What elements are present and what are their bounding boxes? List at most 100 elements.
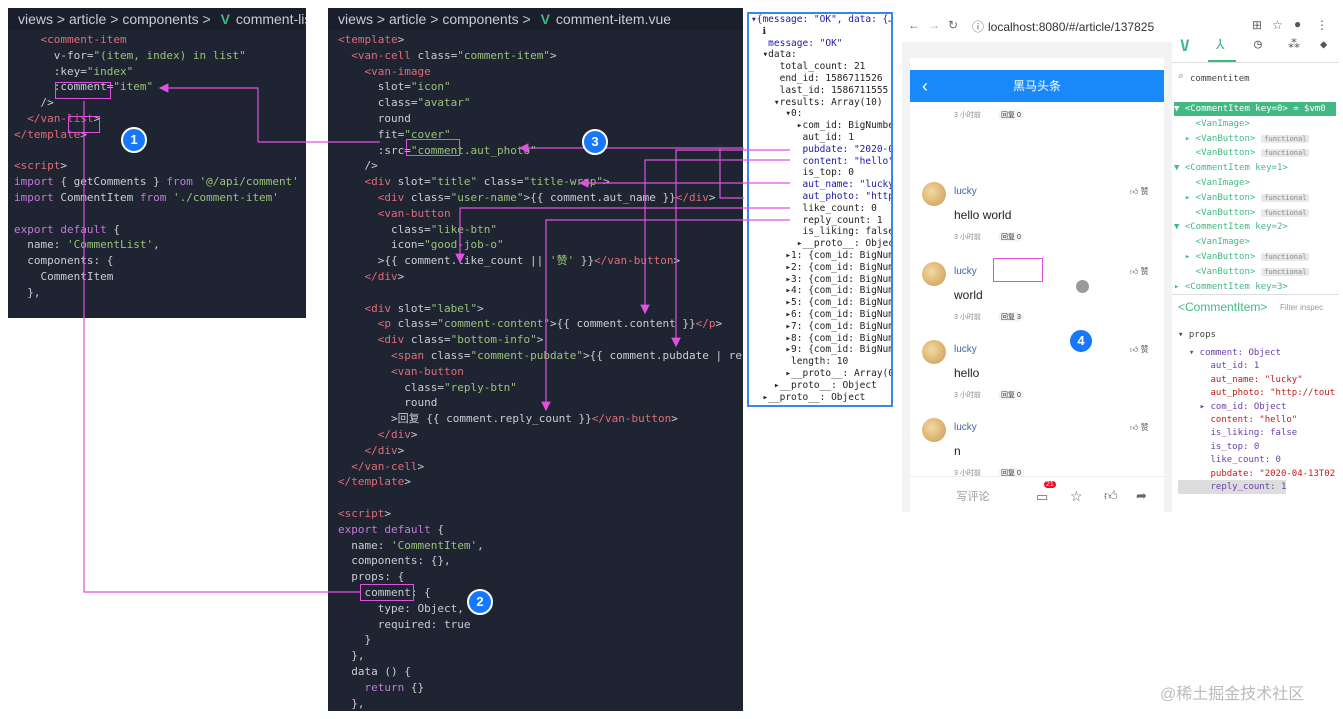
console-line[interactable]: ▸1: {com_id: BigNumber… bbox=[785, 250, 891, 261]
code-line[interactable]: >回复 {{ comment.reply_count }}</van-butto… bbox=[338, 412, 678, 426]
code-line[interactable]: <div class="bottom-info"> bbox=[377, 333, 544, 347]
console-line[interactable]: ▸9: {com_id: BigNumber… bbox=[785, 344, 891, 356]
tree-node[interactable]: <VanImage> bbox=[1174, 178, 1250, 188]
code-line[interactable]: components: {}, bbox=[338, 554, 451, 568]
reply-button[interactable]: 回复 0 bbox=[998, 390, 1024, 400]
console-line[interactable]: end_id: 1586711526 bbox=[751, 73, 883, 84]
code-line[interactable]: components: { bbox=[14, 254, 114, 268]
reply-button[interactable]: 回复 3 bbox=[998, 312, 1024, 322]
code-line[interactable]: slot="icon" bbox=[338, 80, 451, 94]
console-line[interactable]: ▸__proto__: Object bbox=[751, 238, 893, 250]
prop-line[interactable]: is_liking: false bbox=[1178, 428, 1298, 439]
console-line[interactable]: pubdate: "2020-04-1… bbox=[802, 143, 891, 155]
tree-node[interactable]: ▸ <CommentItem key=3> bbox=[1174, 281, 1288, 292]
console-line[interactable]: ▸__proto__: Object bbox=[751, 379, 877, 391]
console-line[interactable]: total_count: 21 bbox=[751, 61, 866, 73]
console-line[interactable]: like_count: 0 bbox=[751, 202, 877, 214]
code-line[interactable]: round bbox=[338, 112, 411, 125]
tree-node[interactable]: <VanImage> bbox=[1174, 237, 1250, 248]
console-line[interactable]: ▸__proto__: Array(0) bbox=[751, 368, 893, 379]
console-line[interactable]: ▸3: {com_id: BigNumber… bbox=[785, 273, 891, 285]
code-line[interactable]: </div> bbox=[364, 443, 405, 457]
code-line[interactable]: class="reply-btn" bbox=[338, 380, 517, 394]
prop-line[interactable]: ▾ comment: Object bbox=[1178, 348, 1281, 358]
code-line[interactable]: data () { bbox=[338, 665, 411, 678]
code-line[interactable]: /> bbox=[14, 96, 54, 110]
code-line[interactable]: :key="index" bbox=[14, 64, 134, 78]
reload-icon[interactable]: ↻ bbox=[948, 18, 959, 32]
console-line[interactable]: is_top: 0 bbox=[751, 167, 854, 179]
tree-node[interactable]: ▸ <VanButton>functional bbox=[1174, 250, 1336, 264]
console-line[interactable]: content: "hello" bbox=[751, 155, 893, 167]
reply-button[interactable]: 回复 0 bbox=[998, 468, 1024, 478]
tree-node[interactable]: ▸ <VanButton>functional bbox=[1174, 132, 1336, 146]
code-line[interactable]: export default { bbox=[338, 522, 444, 536]
like-button[interactable]: 👍︎ 赞 bbox=[1130, 187, 1149, 196]
menu-icon[interactable]: ⋮ bbox=[1316, 18, 1328, 32]
code-line[interactable]: import { getComments } from '@/api/comme… bbox=[14, 175, 299, 189]
console-line[interactable]: aut_photo: "http://… bbox=[802, 191, 891, 202]
code-line[interactable]: <div slot="label"> bbox=[364, 301, 484, 315]
console-line[interactable]: ▸6: {com_id: BigNumber… bbox=[785, 309, 891, 320]
code-line[interactable]: <div class="user-name">{{ comment.aut_na… bbox=[377, 191, 716, 204]
code-line[interactable]: /> bbox=[338, 159, 378, 173]
code-line[interactable]: <script> bbox=[14, 159, 67, 173]
code-line[interactable]: <script> bbox=[338, 507, 391, 520]
code-line[interactable]: >{{ comment.like_count || '赞' }}</van-bu… bbox=[338, 254, 681, 268]
console-line[interactable]: last_id: 1586711555 bbox=[751, 84, 889, 96]
console-line[interactable]: ▾0: bbox=[751, 108, 803, 120]
code-line[interactable]: fit="cover" bbox=[338, 127, 451, 141]
crumb-views[interactable]: views bbox=[18, 11, 54, 27]
code-line[interactable]: <template> bbox=[338, 33, 405, 46]
console-line[interactable]: reply_count: 1 bbox=[751, 214, 883, 226]
like-button[interactable]: 👍︎ 赞 bbox=[1130, 423, 1149, 432]
prop-line[interactable]: pubdate: "2020-04-13T02 bbox=[1178, 468, 1336, 479]
code-line[interactable]: comment: { bbox=[338, 586, 431, 599]
code-line[interactable]: :src="comment.aut_photo" bbox=[338, 143, 537, 157]
write-comment-button[interactable]: 写评论 bbox=[928, 487, 1018, 507]
crumb-components[interactable]: components bbox=[442, 11, 519, 27]
crumb-file[interactable]: comment-item.vue bbox=[555, 11, 672, 27]
prop-line[interactable]: reply_count: 1 bbox=[1178, 480, 1287, 494]
code-line[interactable]: </template> bbox=[338, 475, 411, 489]
code-line[interactable]: props: { bbox=[338, 570, 405, 584]
code-line[interactable]: class="like-btn" bbox=[338, 222, 497, 236]
console-line[interactable]: ▸7: {com_id: BigNumber… bbox=[785, 320, 891, 332]
url-text[interactable]: localhost:8080/#/article/137825 bbox=[988, 20, 1155, 34]
translate-icon[interactable]: ⊞ bbox=[1252, 18, 1263, 32]
code-line[interactable]: </div> bbox=[364, 270, 405, 283]
code-line[interactable]: <van-button bbox=[377, 206, 451, 220]
avatar[interactable] bbox=[922, 340, 946, 364]
code-line[interactable]: }, bbox=[338, 696, 365, 710]
code-line[interactable]: name: 'CommentItem', bbox=[338, 538, 484, 552]
crumb-views[interactable]: views bbox=[338, 11, 374, 27]
code-line[interactable]: <van-image bbox=[364, 64, 431, 78]
code-line[interactable]: <comment-item bbox=[40, 33, 127, 46]
console-line[interactable]: ▸com_id: BigNumber {… bbox=[796, 120, 891, 132]
console-line[interactable]: is_liking: false bbox=[751, 226, 893, 238]
component-search-input[interactable]: commentitem bbox=[1190, 74, 1250, 84]
prop-line[interactable]: aut_photo: "http://tout bbox=[1178, 388, 1336, 399]
code-line[interactable]: CommentItem bbox=[14, 270, 114, 283]
crumb-components[interactable]: components bbox=[122, 11, 199, 27]
tree-node[interactable]: ▼ <CommentItem key=1> bbox=[1174, 163, 1288, 174]
timeline-tab-icon[interactable]: ◷ bbox=[1254, 37, 1262, 52]
collect-icon[interactable]: ☆ bbox=[1070, 488, 1083, 504]
code-line[interactable]: } bbox=[338, 633, 372, 647]
tree-node[interactable]: ▼ <CommentItem key=2> bbox=[1174, 222, 1288, 233]
console-line[interactable]: ▸5: {com_id: BigNumber… bbox=[785, 297, 891, 309]
code-line[interactable]: icon="good-job-o" bbox=[338, 238, 504, 252]
avatar[interactable] bbox=[922, 418, 946, 442]
tree-node[interactable]: ▼ <CommentItem key=0> = $vm0 bbox=[1174, 102, 1336, 116]
code-line[interactable]: round bbox=[338, 396, 438, 410]
crumb-file[interactable]: comment-list.vue bbox=[235, 11, 306, 27]
console-line[interactable]: ▾results: Array(10) bbox=[751, 96, 883, 108]
comment-icon[interactable]: ▭ bbox=[1036, 489, 1049, 504]
code-line[interactable]: </van-cell> bbox=[351, 459, 425, 473]
code-line[interactable]: export default { bbox=[14, 222, 120, 236]
reply-button[interactable]: 回复 0 bbox=[998, 232, 1024, 242]
tree-node[interactable]: ▸ <VanButton>functional bbox=[1174, 191, 1336, 205]
star-icon[interactable]: ☆ bbox=[1272, 18, 1283, 32]
like-button[interactable]: 👍︎ 赞 bbox=[1130, 267, 1149, 276]
props-section-title[interactable]: ▾ props bbox=[1178, 330, 1216, 340]
